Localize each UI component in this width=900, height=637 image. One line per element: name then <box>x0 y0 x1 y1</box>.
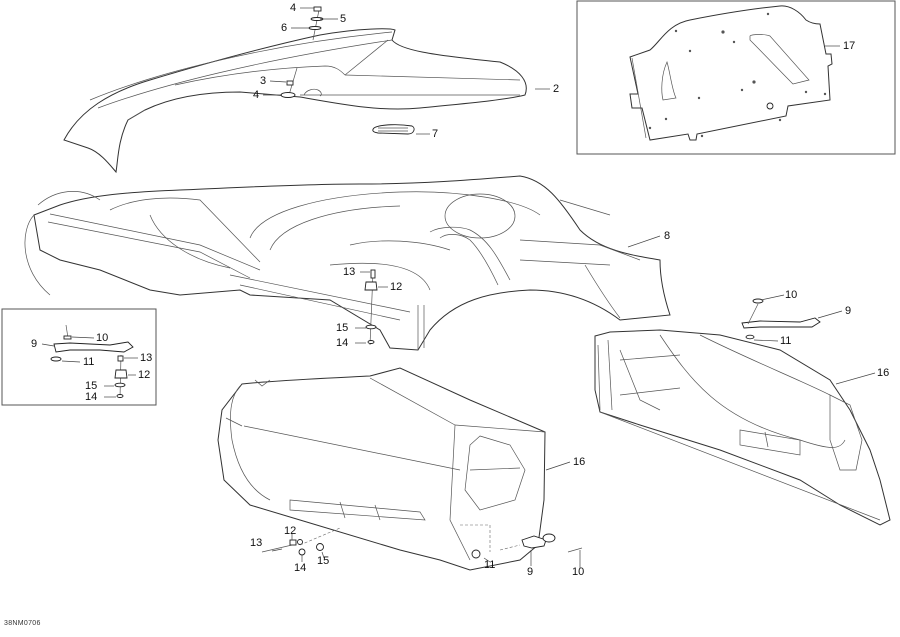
cover-fasteners <box>280 6 324 98</box>
callout-11-right: 11 <box>780 335 792 347</box>
callout-16-left: 16 <box>573 456 586 468</box>
callout-3: 3 <box>260 75 267 87</box>
lower-left-fasteners <box>261 524 583 559</box>
callout-14-bottom: 14 <box>294 562 307 574</box>
callout-4-lower: 4 <box>253 89 260 101</box>
front-cover-part <box>63 28 527 174</box>
callout-13-deck: 13 <box>343 266 356 278</box>
callout-11-bottom: 11 <box>484 559 496 571</box>
callout-6: 6 <box>281 22 288 34</box>
handle-inset-frame <box>1 308 157 406</box>
callout-13-inset: 13 <box>140 352 153 364</box>
callout-17: 17 <box>843 40 856 52</box>
callout-9-bottom: 9 <box>527 566 534 578</box>
callout-12-bottom: 12 <box>284 525 297 537</box>
callout-12-inset: 12 <box>138 369 151 381</box>
callout-12-deck: 12 <box>390 281 403 293</box>
callout-9-right: 9 <box>845 305 852 317</box>
callout-15-inset: 15 <box>85 380 98 392</box>
callout-10-right: 10 <box>785 289 798 301</box>
deck-fasteners <box>364 269 378 346</box>
callout-16-right: 16 <box>877 367 890 379</box>
side-panel-right-part <box>594 329 891 526</box>
callout-9-inset: 9 <box>31 338 38 350</box>
callout-10-bottom: 10 <box>572 566 585 578</box>
callout-5: 5 <box>340 13 347 25</box>
callout-14-deck: 14 <box>336 337 349 349</box>
callout-11-inset: 11 <box>83 356 95 368</box>
deck-body-part <box>24 175 671 351</box>
leader-lines <box>41 7 876 568</box>
callout-10-inset: 10 <box>96 332 109 344</box>
callout-15-deck: 15 <box>336 322 349 334</box>
callout-2: 2 <box>553 83 560 95</box>
plate-inset-frame <box>576 0 896 155</box>
callout-4-upper: 4 <box>290 2 297 14</box>
drawing-code: 38NM0706 <box>4 620 41 627</box>
callout-7: 7 <box>432 128 439 140</box>
callout-8: 8 <box>664 230 671 242</box>
callout-15-bottom: 15 <box>317 555 330 567</box>
callout-14-inset: 14 <box>85 391 98 403</box>
callout-13-bottom: 13 <box>250 537 263 549</box>
side-panel-left-part <box>217 367 546 571</box>
right-handle-fasteners <box>741 298 821 340</box>
